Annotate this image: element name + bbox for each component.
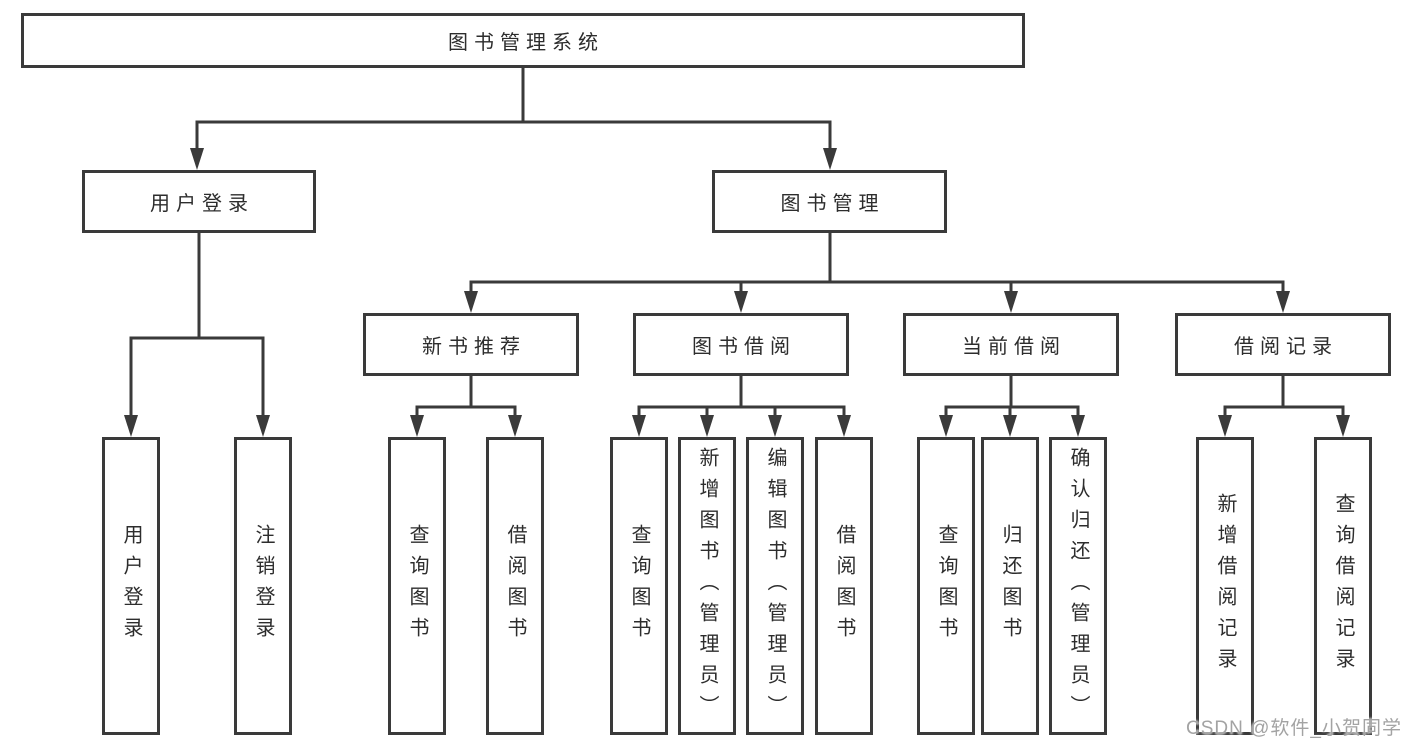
leaf-query-books-borrowing: 查询图书 — [610, 437, 668, 735]
leaf-confirm-return-admin: 确认归还（管理员） — [1049, 437, 1107, 735]
leaf-add-book-admin: 新增图书（管理员） — [678, 437, 736, 735]
leaf-query-borrow-record: 查询借阅记录 — [1314, 437, 1372, 735]
leaf-add-borrow-record: 新增借阅记录 — [1196, 437, 1254, 735]
leaf-query-books-recommend: 查询图书 — [388, 437, 446, 735]
node-book-borrowing: 图书借阅 — [633, 313, 849, 376]
node-library-system: 图书管理系统 — [21, 13, 1025, 68]
leaf-user-login: 用户登录 — [102, 437, 160, 735]
node-user-login: 用户登录 — [82, 170, 316, 233]
leaf-edit-book-admin: 编辑图书（管理员） — [746, 437, 804, 735]
leaf-borrow-books: 借阅图书 — [815, 437, 873, 735]
leaf-logout-login: 注销登录 — [234, 437, 292, 735]
leaf-borrow-books-recommend: 借阅图书 — [486, 437, 544, 735]
node-book-management: 图书管理 — [712, 170, 947, 233]
node-current-borrowing: 当前借阅 — [903, 313, 1119, 376]
node-new-book-recommend: 新书推荐 — [363, 313, 579, 376]
leaf-return-books: 归还图书 — [981, 437, 1039, 735]
csdn-watermark: CSDN @软件_小贺同学 — [1186, 718, 1402, 739]
node-borrowing-records: 借阅记录 — [1175, 313, 1391, 376]
leaf-query-books-current: 查询图书 — [917, 437, 975, 735]
